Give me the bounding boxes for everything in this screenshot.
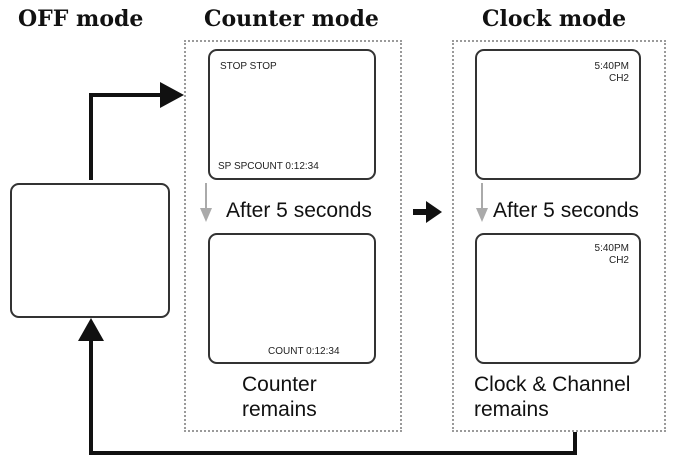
clock-screen-time: 5:40PM [594,61,629,72]
counter-transition-label: After 5 seconds [226,199,372,222]
clock-transition-arrowhead [476,208,488,222]
off-mode-screen [10,183,170,318]
counter-mode-group [184,40,402,432]
clock-caption-line1: Clock & Channel [474,373,631,396]
off-to-counter-arrowhead [160,82,184,108]
clock-screen-after: 5:40PM CH2 [475,233,641,364]
counter-caption-line2: remains [242,398,317,421]
counter-mode-heading: Counter mode [204,6,379,32]
counter-screen-after: COUNT 0:12:34 [208,233,376,364]
counter-screen-count-text: SP SPCOUNT 0:12:34 [218,161,319,172]
clock-transition-label: After 5 seconds [493,199,639,222]
counter-to-clock-arrowhead [426,201,442,223]
clock-to-off-arrowhead [78,318,104,341]
clock-caption-line2: remains [474,398,549,421]
counter-screen-count-only: COUNT 0:12:34 [268,346,340,357]
off-to-counter-arrow-line [89,93,162,180]
clock-to-off-arrow-line [89,338,577,455]
counter-caption-line1: Counter [242,373,317,396]
clock-screen-time-after: 5:40PM [594,243,629,254]
clock-mode-heading: Clock mode [482,6,627,32]
counter-screen-stop-text: STOP STOP [220,61,277,72]
counter-transition-arrowhead [200,208,212,222]
clock-screen-channel: CH2 [608,73,629,84]
counter-screen-initial: STOP STOP SP SPCOUNT 0:12:34 [208,49,376,180]
clock-screen-initial: 5:40PM CH2 [475,49,641,180]
clock-mode-group [452,40,666,432]
clock-screen-channel-after: CH2 [608,255,629,266]
off-mode-heading: OFF mode [18,6,144,32]
